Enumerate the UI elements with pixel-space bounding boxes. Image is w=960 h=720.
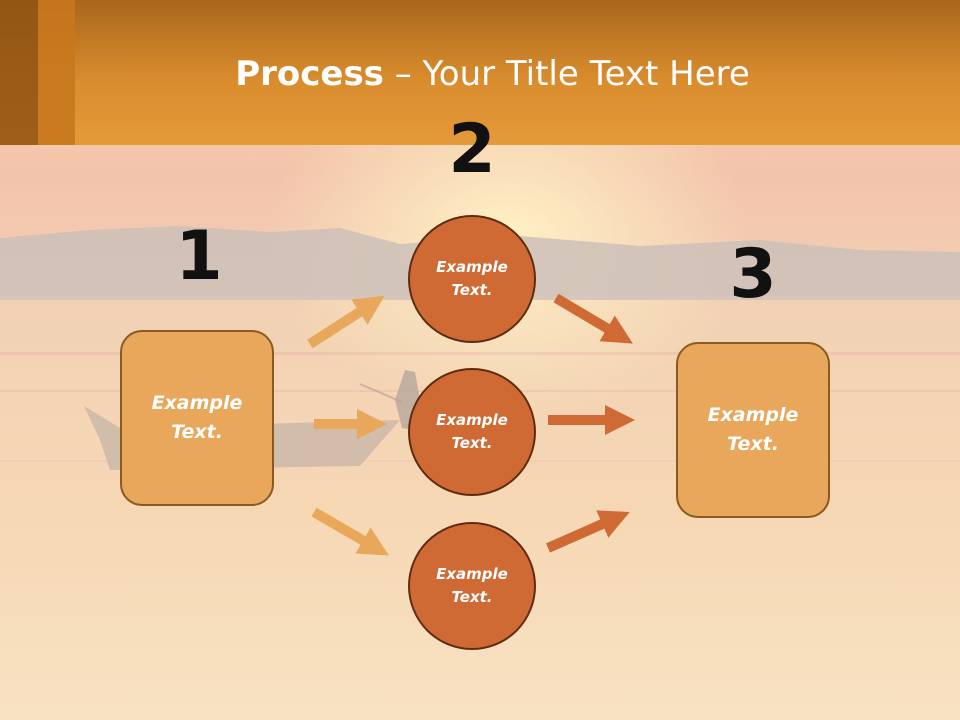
step2-circle-bottom: Example Text. — [408, 522, 536, 650]
step1-box-line1: Example — [151, 392, 243, 414]
title-rest: – Your Title Text Here — [383, 54, 750, 94]
step3-box-line1: Example — [707, 404, 799, 426]
step3-box: Example Text. — [676, 342, 830, 518]
circle-top-line1: Example — [436, 258, 508, 276]
arrow-step1-to-bottom — [311, 507, 389, 556]
step2-circle-top: Example Text. — [408, 215, 536, 343]
header-accent-stripe — [0, 0, 38, 145]
circle-bottom-line2: Text. — [451, 588, 493, 606]
circle-top-line2: Text. — [451, 281, 493, 299]
step3-box-line2: Text. — [727, 433, 779, 455]
circle-middle-line1: Example — [436, 411, 508, 429]
step-number-2: 2 — [448, 110, 496, 189]
arrow-top-to-step3 — [553, 293, 633, 344]
arrow-bottom-to-step3 — [545, 510, 630, 553]
circle-middle-line2: Text. — [451, 434, 493, 452]
step2-circle-middle: Example Text. — [408, 368, 536, 496]
slide-title: Process – Your Title Text Here — [0, 52, 960, 96]
arrow-step1-to-top — [307, 295, 385, 349]
header-accent-stripe — [38, 0, 75, 145]
step-number-3: 3 — [729, 235, 777, 314]
step1-box-line2: Text. — [171, 421, 223, 443]
step-number-1: 1 — [175, 217, 223, 296]
circle-bottom-line1: Example — [436, 565, 508, 583]
title-strong: Process — [235, 54, 384, 94]
step1-box: Example Text. — [120, 330, 274, 506]
header-band — [0, 0, 960, 145]
